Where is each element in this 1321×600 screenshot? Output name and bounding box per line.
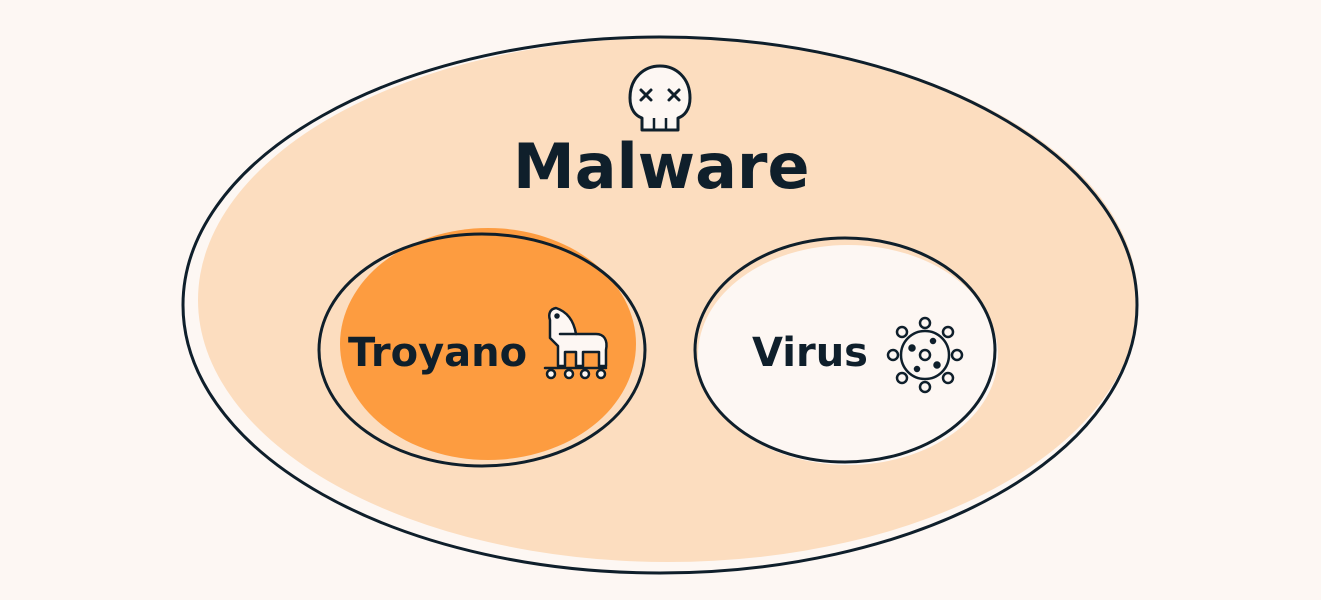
virus-icon (886, 316, 964, 394)
virus-label: Virus (752, 330, 868, 376)
skull-icon (628, 64, 692, 132)
diagram-title: Malware (513, 130, 810, 203)
troyano-label: Troyano (348, 330, 528, 376)
virus-set-outline (693, 236, 997, 464)
malware-set-outline (181, 35, 1139, 575)
troyano-set (317, 228, 647, 468)
troyano-set-outline (317, 232, 647, 468)
virus-set (693, 236, 998, 465)
trojan-horse-icon (543, 306, 608, 380)
troyano-set-fill (340, 228, 636, 460)
virus-set-fill (698, 245, 998, 465)
